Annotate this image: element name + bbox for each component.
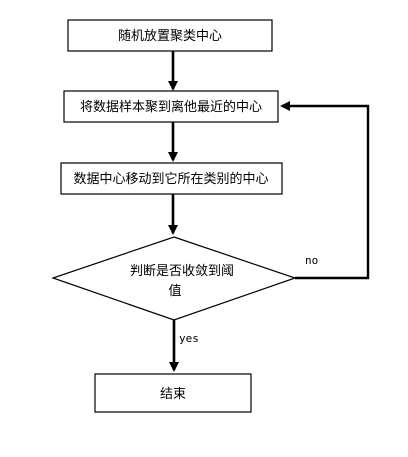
decision-node-label-line1: 判断是否收敛到阈 [130, 263, 234, 279]
no-edge-label: no [305, 254, 318, 267]
yes-edge-label: yes [179, 332, 199, 345]
arrow-no-loop-back [280, 101, 370, 280]
start-node [67, 19, 273, 52]
end-node-label: 结束 [160, 387, 186, 402]
assign-node-label: 将数据样本聚到离他最近的中心 [80, 99, 262, 115]
start-node-label: 随机放置聚类中心 [118, 29, 222, 44]
move-node-label: 数据中心移动到它所在类别的中心 [73, 171, 268, 187]
end-node [94, 373, 252, 413]
move-node [60, 162, 283, 195]
decision-node-label-line2: 值 [168, 283, 181, 299]
assign-node [63, 90, 279, 123]
